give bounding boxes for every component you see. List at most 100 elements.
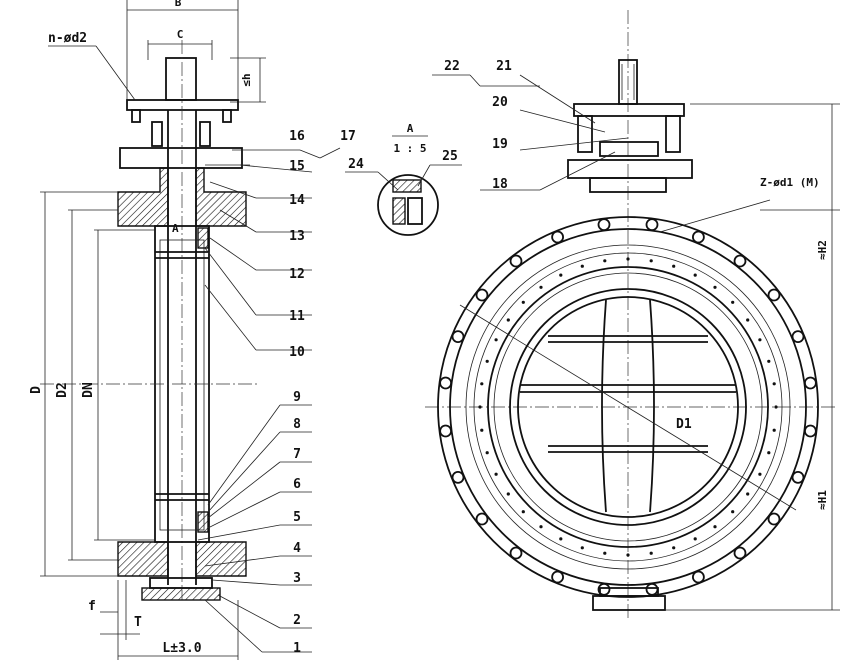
bolt-hole (451, 330, 465, 344)
seal-ring-hole (539, 525, 543, 529)
bolt-hole (509, 254, 523, 268)
section-a-scale: 1 : 5 (393, 142, 426, 155)
dim-C: C (177, 28, 184, 41)
bolt-hole (551, 570, 564, 584)
detail-a-view (345, 135, 462, 236)
part-number: 12 (289, 267, 305, 282)
part-number: 1 (293, 641, 301, 656)
bolt-hole (451, 470, 465, 484)
seal-ring-hole (731, 300, 735, 304)
part-number: 5 (293, 510, 301, 525)
part-number: 22 (444, 59, 460, 74)
part-number: 19 (492, 137, 508, 152)
seal-ring-hole (649, 551, 653, 555)
part-number: 13 (289, 229, 305, 244)
bolt-hole (551, 230, 564, 244)
part-number: 7 (293, 447, 301, 462)
bolt-hole (767, 288, 781, 302)
part-number: 15 (289, 159, 305, 174)
bolt-hole (645, 218, 659, 232)
bolt-hole (804, 376, 817, 390)
seal-ring-hole (521, 510, 525, 514)
bolt-hole (475, 288, 489, 302)
dim-D: D (29, 386, 44, 394)
bolt-hole (439, 376, 453, 390)
dim-D1: D1 (676, 417, 692, 432)
dim-H1: ≈H1 (816, 490, 829, 510)
dim-nd2: n-ød2 (48, 31, 87, 46)
bolt-hole (767, 512, 781, 526)
dim-D2: D2 (55, 382, 70, 398)
seal-ring-hole (774, 405, 778, 409)
seal-ring-hole (494, 338, 498, 342)
seal-ring-hole (772, 428, 776, 432)
side-section-view (40, 0, 341, 660)
bolt-hole (692, 230, 705, 244)
seal-ring-hole (693, 273, 697, 277)
seal-ring-hole (478, 405, 482, 409)
front-view (425, 10, 840, 620)
seal-ring-hole (485, 359, 489, 363)
seal-ring-hole (767, 451, 771, 455)
bolt-hole (597, 583, 611, 596)
seal-ring-hole (649, 259, 653, 263)
part-number: 20 (492, 95, 508, 110)
bolt-hole (439, 424, 453, 438)
dim-f: f (88, 599, 96, 614)
seal-ring-hole (480, 428, 484, 432)
seal-ring-hole (559, 537, 563, 541)
seal-ring-hole (506, 318, 510, 322)
seal-ring-hole (580, 546, 584, 550)
seal-ring-hole (506, 492, 510, 496)
seal-ring-hole (758, 472, 762, 476)
dim-B: B (175, 0, 182, 9)
seal-ring-hole (746, 492, 750, 496)
seal-ring-hole (693, 537, 697, 541)
part-number: 6 (293, 477, 301, 492)
dim-Zd1: Z-ød1 (M) (760, 176, 820, 189)
labels: B C ≤h n-ød2 A A 1 : 5 D D2 DN f T L±3.0… (29, 0, 829, 656)
bolt-hole (733, 546, 747, 560)
seal-ring-hole (603, 551, 607, 555)
dim-L: L±3.0 (162, 641, 201, 656)
dim-T: T (134, 615, 142, 630)
seal-ring-hole (758, 338, 762, 342)
seal-ring-hole (521, 300, 525, 304)
part-number: 25 (442, 149, 458, 164)
bolt-hole (597, 218, 611, 232)
seal-ring-hole (713, 285, 717, 289)
part-number: 3 (293, 571, 301, 586)
part-number: 9 (293, 390, 301, 405)
part-number: 16 (289, 129, 305, 144)
part-number: 21 (496, 59, 512, 74)
seal-ring-hole (626, 553, 630, 557)
part-number: 10 (289, 345, 305, 360)
bolt-hole (645, 583, 659, 596)
seal-ring-hole (767, 359, 771, 363)
dim-H2: ≈H2 (816, 240, 829, 260)
seal-ring-hole (494, 472, 498, 476)
bolt-hole (733, 254, 747, 268)
part-number: 2 (293, 613, 301, 628)
mark-A: A (172, 222, 179, 235)
bolt-hole (509, 546, 523, 560)
part-number: 17 (340, 129, 356, 144)
seal-ring-hole (603, 259, 607, 263)
part-number: 11 (289, 309, 305, 324)
seal-ring-hole (580, 264, 584, 268)
seal-ring-hole (672, 546, 676, 550)
dim-h: ≤h (240, 73, 253, 86)
seal-ring-hole (713, 525, 717, 529)
dim-DN: DN (81, 382, 96, 398)
seal-ring-hole (746, 318, 750, 322)
seal-ring-hole (559, 273, 563, 277)
seal-ring-hole (539, 285, 543, 289)
seal-ring-hole (480, 382, 484, 386)
part-number: 14 (289, 193, 305, 208)
seal-ring-hole (485, 451, 489, 455)
part-number: 8 (293, 417, 301, 432)
bolt-hole (475, 512, 489, 526)
part-number: 4 (293, 541, 301, 556)
seal-ring-hole (626, 257, 630, 261)
